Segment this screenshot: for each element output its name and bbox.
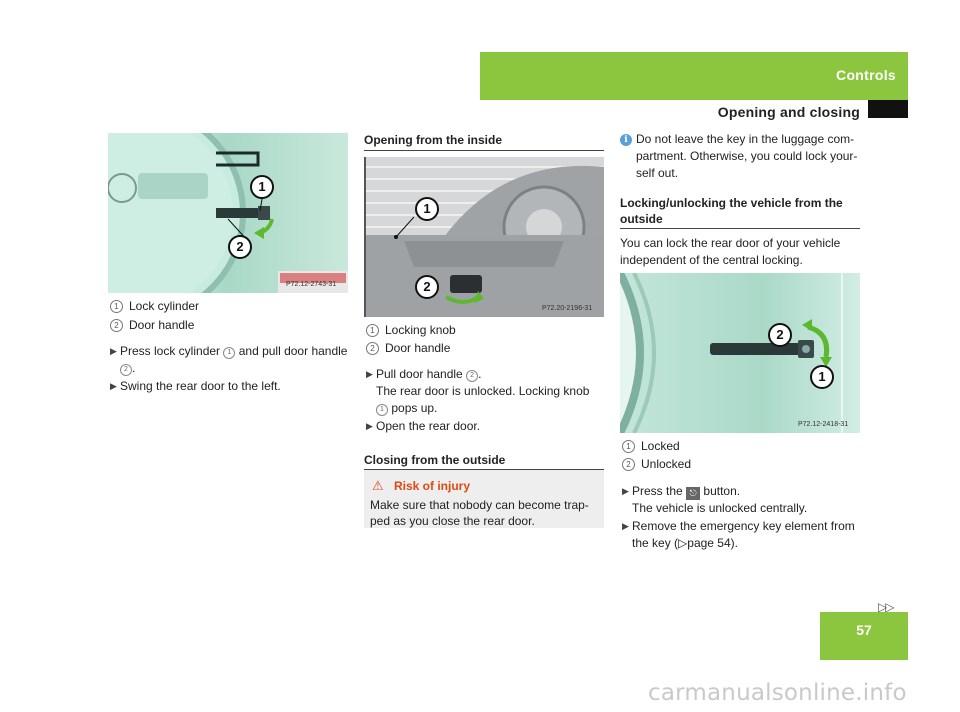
page-subtitle: Opening and closing — [717, 104, 860, 120]
callout-2: 2 — [415, 275, 439, 299]
step-arrow-icon: ▶ — [622, 486, 629, 496]
figure-code: P72.12-2418-31 — [798, 421, 849, 428]
warning-text: Make sure that nobody can become trap- p… — [370, 497, 602, 529]
warning-line: Make sure that nobody can become trap- — [370, 498, 589, 512]
callout-1: 1 — [810, 365, 834, 389]
legend-number: 2 — [110, 319, 123, 332]
legend-item: 1 Locking knob — [366, 322, 456, 339]
legend-text: Locking knob — [385, 323, 456, 337]
instruction-step: Press lock cylinder 1 and pull door hand… — [120, 343, 352, 377]
step-text: pops up. — [391, 401, 438, 415]
legend-item: 2 Door handle — [366, 340, 450, 357]
info-icon: i — [620, 134, 632, 146]
step-text: the key ( — [632, 536, 679, 550]
heading-rule — [620, 228, 860, 229]
header-band — [480, 52, 908, 100]
inline-number: 1 — [376, 404, 388, 416]
figure-code: P72.20-2196-31 — [542, 305, 593, 312]
info-line: Do not leave the key in the luggage com- — [636, 132, 855, 146]
heading-rule — [364, 150, 604, 151]
legend-item: 1 Locked — [622, 438, 680, 455]
inline-number: 2 — [120, 364, 132, 376]
paragraph-line: You can lock the rear door of your vehic… — [620, 236, 841, 250]
legend-text: Door handle — [129, 318, 195, 332]
step-text: The vehicle is unlocked centrally. — [632, 501, 808, 515]
legend-item: 2 Door handle — [110, 317, 194, 334]
warning-box: ⚠ Risk of injury Make sure that nobody c… — [364, 470, 604, 528]
step-text: Press lock cylinder — [120, 344, 221, 358]
info-note: self out. — [636, 165, 866, 182]
callout-1: 1 — [250, 175, 274, 199]
legend-number: 1 — [622, 440, 635, 453]
page-number: 57 — [856, 622, 872, 638]
heading-rule — [364, 469, 604, 470]
step-arrow-icon: ▶ — [366, 369, 373, 379]
warning-title: Risk of injury — [394, 479, 471, 493]
step-text: Remove the emergency key element from — [632, 519, 855, 533]
inline-number: 2 — [466, 370, 479, 382]
instruction-step: Open the rear door. — [376, 419, 481, 433]
step-text: . — [132, 361, 136, 375]
heading-closing-outside: Closing from the outside — [364, 453, 506, 467]
step-arrow-icon: ▶ — [366, 421, 373, 431]
step-text: and pull door handle — [238, 344, 348, 358]
callout-1: 1 — [415, 197, 439, 221]
legend-text: Lock cylinder — [129, 299, 200, 313]
legend-number: 1 — [110, 300, 123, 313]
step-arrow-icon: ▶ — [622, 521, 629, 531]
legend-text: Locked — [641, 439, 680, 453]
info-line: self out. — [636, 166, 679, 180]
legend-item: 2 Unlocked — [622, 456, 691, 473]
step-text: Pull door handle — [376, 367, 463, 381]
figure-lock-cylinder: 1 2 P72.12-2743-31 — [108, 133, 348, 293]
step-arrow-icon: ▶ — [110, 346, 117, 356]
legend-number: 1 — [366, 324, 379, 337]
info-note: partment. Otherwise, you could lock your… — [636, 148, 866, 165]
figure-code: P72.12-2743-31 — [286, 281, 337, 288]
unlock-icon: ⎋ — [686, 487, 701, 500]
info-note: Do not leave the key in the luggage com- — [636, 131, 866, 148]
page-reference-icon: ▷ — [678, 536, 688, 550]
step-text: The rear door is unlocked. Locking knob — [376, 384, 590, 398]
instruction-step: Press the ⎋ button. The vehicle is unloc… — [632, 483, 860, 517]
heading-lock-unlock-line2: outside — [620, 212, 663, 226]
instruction-step: Pull door handle 2. The rear door is unl… — [376, 366, 606, 417]
legend-text: Door handle — [385, 341, 451, 355]
section-title: Controls — [836, 67, 896, 83]
callout-2: 2 — [228, 235, 252, 259]
heading-opening-inside: Opening from the inside — [364, 133, 503, 147]
inline-number: 1 — [223, 347, 236, 359]
step-arrow-icon: ▶ — [110, 381, 117, 391]
warning-line: ped as you close the rear door. — [370, 514, 535, 528]
paragraph-line: independent of the central locking. — [620, 253, 803, 267]
step-text: button. — [703, 484, 741, 498]
header-marker — [868, 100, 908, 118]
figure-opening-inside: 1 2 P72.20-2196-31 — [364, 157, 604, 317]
watermark: carmanualsonline.info — [648, 680, 907, 706]
info-line: partment. Otherwise, you could lock your… — [636, 149, 858, 163]
instruction-step: Swing the rear door to the left. — [120, 379, 281, 393]
instruction-step: Remove the emergency key element from th… — [632, 518, 860, 552]
legend-item: 1 Lock cylinder — [110, 298, 199, 315]
step-text: Press the — [632, 484, 683, 498]
legend-number: 2 — [366, 342, 379, 355]
page-number-box — [820, 612, 908, 660]
step-text[interactable]: page 54). — [687, 536, 738, 550]
legend-text: Unlocked — [641, 457, 692, 471]
heading-lock-unlock-line1: Locking/unlocking the vehicle from the — [620, 196, 843, 210]
continued-arrow-icon: ▷▷ — [878, 600, 895, 614]
warning-triangle-icon: ⚠ — [372, 478, 384, 493]
step-text: . — [478, 367, 482, 381]
callout-2: 2 — [768, 323, 792, 347]
legend-number: 2 — [622, 458, 635, 471]
figure-lock-unlock: 2 1 P72.12-2418-31 — [620, 273, 860, 433]
